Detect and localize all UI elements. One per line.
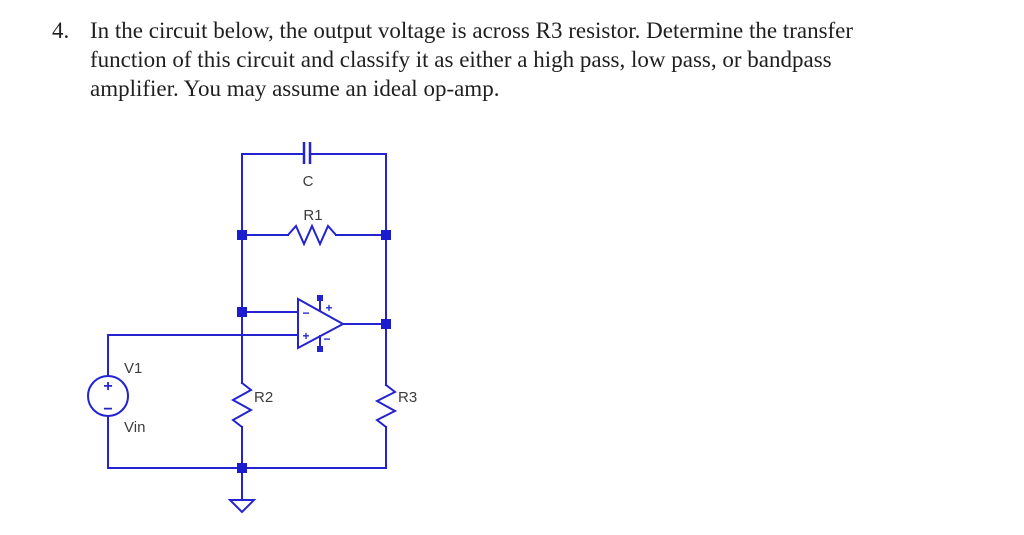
voltage-source-v1: + − V1 Vin: [87, 334, 145, 469]
question-text: In the circuit below, the output voltage…: [90, 16, 853, 103]
opamp-vminus-sign: −: [323, 332, 330, 346]
opamp: − + + −: [107, 295, 387, 352]
question-line-2: function of this circuit and classify it…: [90, 47, 832, 72]
v1-label: V1: [124, 360, 142, 377]
question-block: 4. In the circuit below, the output volt…: [52, 16, 853, 103]
r1-zigzag: [286, 223, 338, 247]
opamp-inverting-sign: −: [302, 306, 309, 320]
junction-inverting-node: [237, 307, 247, 317]
ground-symbol: [227, 499, 257, 514]
v1-plus-sign: +: [103, 378, 112, 395]
question-line-3: amplifier. You may assume an ideal op-am…: [90, 76, 500, 101]
capacitor-label: C: [303, 173, 314, 190]
r2-zigzag: [230, 381, 254, 429]
r2-label: R2: [254, 389, 273, 406]
capacitor: C: [241, 142, 387, 190]
r1-label: R1: [303, 207, 322, 224]
question-number: 4.: [52, 18, 70, 43]
opamp-noninverting-sign: +: [302, 329, 309, 343]
resistor-r1: R1: [241, 207, 387, 247]
ground: [227, 467, 257, 514]
junction-r1-left: [237, 230, 247, 240]
question-line-1: In the circuit below, the output voltage…: [90, 18, 854, 43]
v1-minus-sign: −: [103, 401, 112, 418]
junction-ground-node: [237, 463, 247, 473]
vin-label: Vin: [124, 419, 145, 436]
resistor-r2: R2: [230, 381, 273, 469]
opamp-vminus-pin: [317, 346, 323, 352]
opamp-vplus-pin: [317, 295, 323, 301]
resistor-r3: R3: [374, 383, 417, 469]
junction-output-node: [381, 319, 391, 329]
opamp-vplus-sign: +: [325, 301, 332, 315]
r3-label: R3: [398, 389, 417, 406]
junction-r1-right: [381, 230, 391, 240]
r3-zigzag: [374, 383, 398, 429]
